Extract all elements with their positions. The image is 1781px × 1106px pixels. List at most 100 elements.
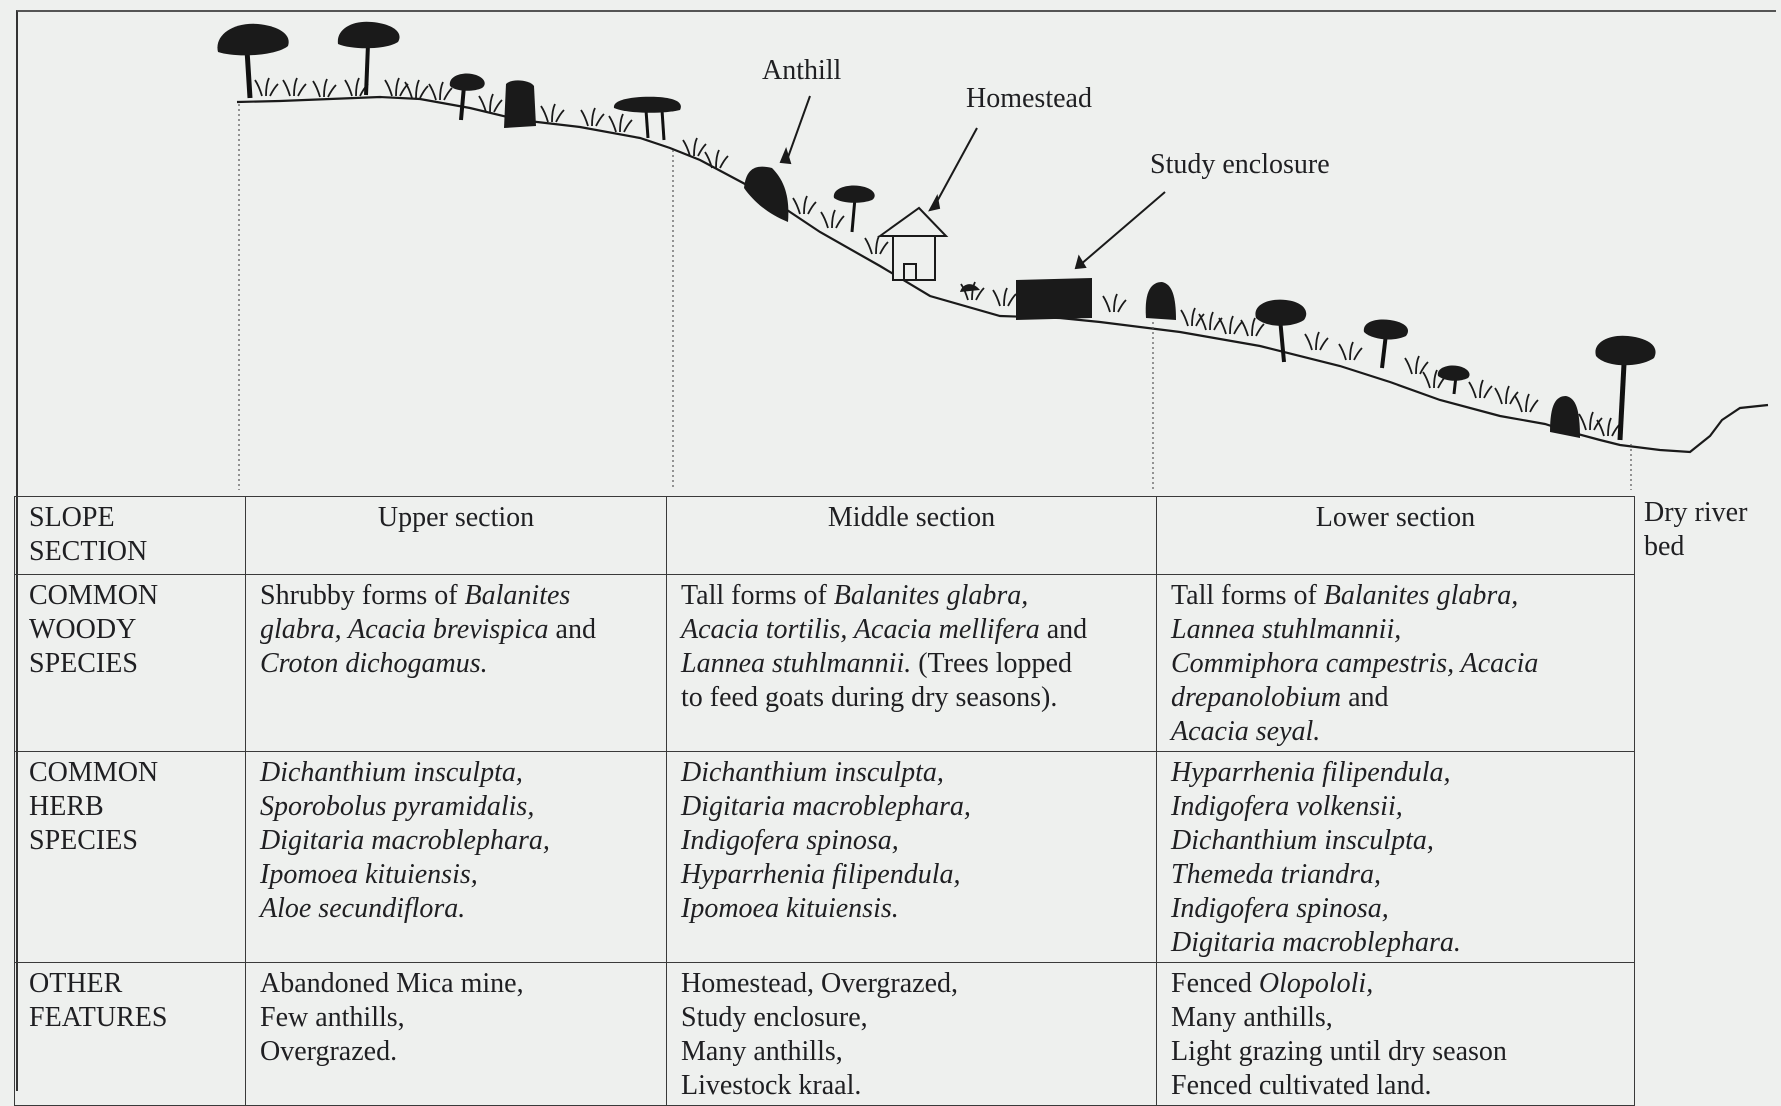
- species-name: Lannea stuhlmannii.: [681, 648, 912, 679]
- cell-line: Hyparrhenia filipendula,: [1171, 756, 1620, 790]
- grass-tuft: [682, 137, 707, 157]
- grass-tuft: [1514, 393, 1539, 413]
- cell-text: Fenced: [1171, 968, 1259, 999]
- cell-line: Dichanthium insculpta,: [681, 756, 1142, 790]
- cell-line: Overgrazed.: [260, 1035, 652, 1069]
- upper-cell: Dichanthium insculpta,Sporobolus pyramid…: [245, 751, 667, 963]
- species-name: Indigofera spinosa,: [681, 825, 899, 856]
- row-label-line: COMMON: [29, 580, 159, 611]
- species-name: Commiphora campestris, Acacia: [1171, 648, 1539, 679]
- middle-cell: Homestead, Overgrazed,Study enclosure,Ma…: [666, 962, 1157, 1106]
- grass-tuft: [540, 103, 565, 123]
- species-name: drepanolobium: [1171, 682, 1342, 713]
- species-name: Ipomoea kituiensis,: [260, 859, 478, 890]
- dry-river-bed-label: Dry river bed: [1644, 497, 1748, 562]
- cell-line: Digitaria macroblephara,: [260, 824, 652, 858]
- cell-line: drepanolobium and: [1171, 681, 1620, 715]
- species-name: Lannea stuhlmannii,: [1171, 614, 1402, 645]
- species-name: Balanites: [464, 580, 571, 611]
- species-name: Balanites glabra,: [833, 580, 1029, 611]
- grass-tuft: [282, 77, 307, 97]
- species-name: Hyparrhenia filipendula,: [681, 859, 961, 890]
- grass-tuft: [1304, 331, 1329, 351]
- cell-line: Digitaria macroblephara,: [681, 790, 1142, 824]
- grass-tuft: [1404, 355, 1429, 375]
- species-name: glabra, Acacia brevispica: [260, 614, 549, 645]
- species-name: Digitaria macroblephara.: [1171, 927, 1461, 958]
- row-label-line: WOODY: [29, 614, 137, 645]
- cell-line: Lannea stuhlmannii. (Trees lopped: [681, 647, 1142, 681]
- anthill-shape: [504, 80, 536, 128]
- grass-tuft: [1338, 341, 1363, 361]
- slope-profile-drawing: [217, 21, 1769, 490]
- cell-line: Lannea stuhlmannii,: [1171, 613, 1620, 647]
- row-label-line: SPECIES: [29, 825, 138, 856]
- upper-cell: Abandoned Mica mine,Few anthills,Overgra…: [245, 962, 667, 1106]
- row-label-line: FEATURES: [29, 1002, 168, 1033]
- cell-line: Aloe secundiflora.: [260, 892, 652, 926]
- cell-line: Shrubby forms of Balanites: [260, 579, 652, 613]
- species-name: Aloe secundiflora.: [260, 893, 466, 924]
- label-arrows: [779, 95, 1166, 270]
- cell-line: Dichanthium insculpta,: [260, 756, 652, 790]
- cell-text: and: [1341, 682, 1389, 713]
- grass-tuft: [580, 107, 605, 127]
- study-enclosure-block: [1016, 278, 1092, 320]
- cell-line: Acacia tortilis, Acacia mellifera and: [681, 613, 1142, 647]
- species-name: Dichanthium insculpta,: [1171, 825, 1434, 856]
- cell-line: Few anthills,: [260, 1001, 652, 1035]
- cell-line: Homestead, Overgrazed,: [681, 967, 1142, 1001]
- header-slope-section: SLOPE SECTION: [14, 496, 246, 575]
- cell-text: Fenced cultivated land.: [1171, 1070, 1432, 1101]
- cell-text: (Trees lopped: [911, 648, 1072, 679]
- grass-tuft: [1240, 317, 1265, 337]
- row-label-line: SPECIES: [29, 648, 138, 679]
- cell-text: Light grazing until dry season: [1171, 1036, 1507, 1067]
- cell-line: Livestock kraal.: [681, 1069, 1142, 1103]
- tree-icon: [217, 23, 289, 99]
- cell-text: Many anthills,: [681, 1036, 843, 1067]
- anthill-shape: [1550, 396, 1580, 438]
- cell-line: Study enclosure,: [681, 1001, 1142, 1035]
- cell-line: Hyparrhenia filipendula,: [681, 858, 1142, 892]
- grass-tuft: [1218, 315, 1243, 335]
- anthill-label: Anthill: [762, 55, 842, 86]
- anthill-shape: [744, 166, 789, 222]
- cell-text: Few anthills,: [260, 1002, 405, 1033]
- cell-line: Light grazing until dry season: [1171, 1035, 1620, 1069]
- cell-line: Ipomoea kituiensis,: [260, 858, 652, 892]
- cell-text: to feed goats during dry seasons).: [681, 682, 1058, 713]
- cell-line: Fenced Olopololi,: [1171, 967, 1620, 1001]
- tree-icon: [1437, 365, 1470, 395]
- header-lower-section: Lower section: [1156, 496, 1635, 575]
- lower-cell: Fenced Olopololi,Many anthills,Light gra…: [1156, 962, 1635, 1106]
- cell-line: Indigofera volkensii,: [1171, 790, 1620, 824]
- grass-tuft: [992, 287, 1017, 307]
- cell-line: Fenced cultivated land.: [1171, 1069, 1620, 1103]
- species-name: Acacia tortilis, Acacia mellifera: [681, 614, 1040, 645]
- homestead-label: Homestead: [966, 83, 1092, 114]
- table-header-row: SLOPE SECTION Upper section Middle secti…: [14, 496, 1635, 575]
- cell-text: Tall forms of: [681, 580, 834, 611]
- grass-tuft: [428, 81, 453, 101]
- lower-cell: Tall forms of Balanites glabra,Lannea st…: [1156, 574, 1635, 752]
- cell-line: Acacia seyal.: [1171, 715, 1620, 749]
- cell-line: Themeda triandra,: [1171, 858, 1620, 892]
- grass-tuft: [478, 93, 503, 113]
- header-middle-section: Middle section: [666, 496, 1157, 575]
- grass-tuft: [1468, 379, 1493, 399]
- ground-line: [236, 95, 1769, 454]
- tree-icon: [449, 73, 485, 121]
- species-name: Sporobolus pyramidalis,: [260, 791, 535, 822]
- cell-text: Shrubby forms of: [260, 580, 465, 611]
- cell-line: Dichanthium insculpta,: [1171, 824, 1620, 858]
- species-name: Olopololi,: [1258, 968, 1374, 999]
- species-name: Dichanthium insculpta,: [681, 757, 944, 788]
- species-name: Ipomoea kituiensis.: [681, 893, 899, 924]
- cell-line: Ipomoea kituiensis.: [681, 892, 1142, 926]
- grass-tufts: [254, 77, 1621, 437]
